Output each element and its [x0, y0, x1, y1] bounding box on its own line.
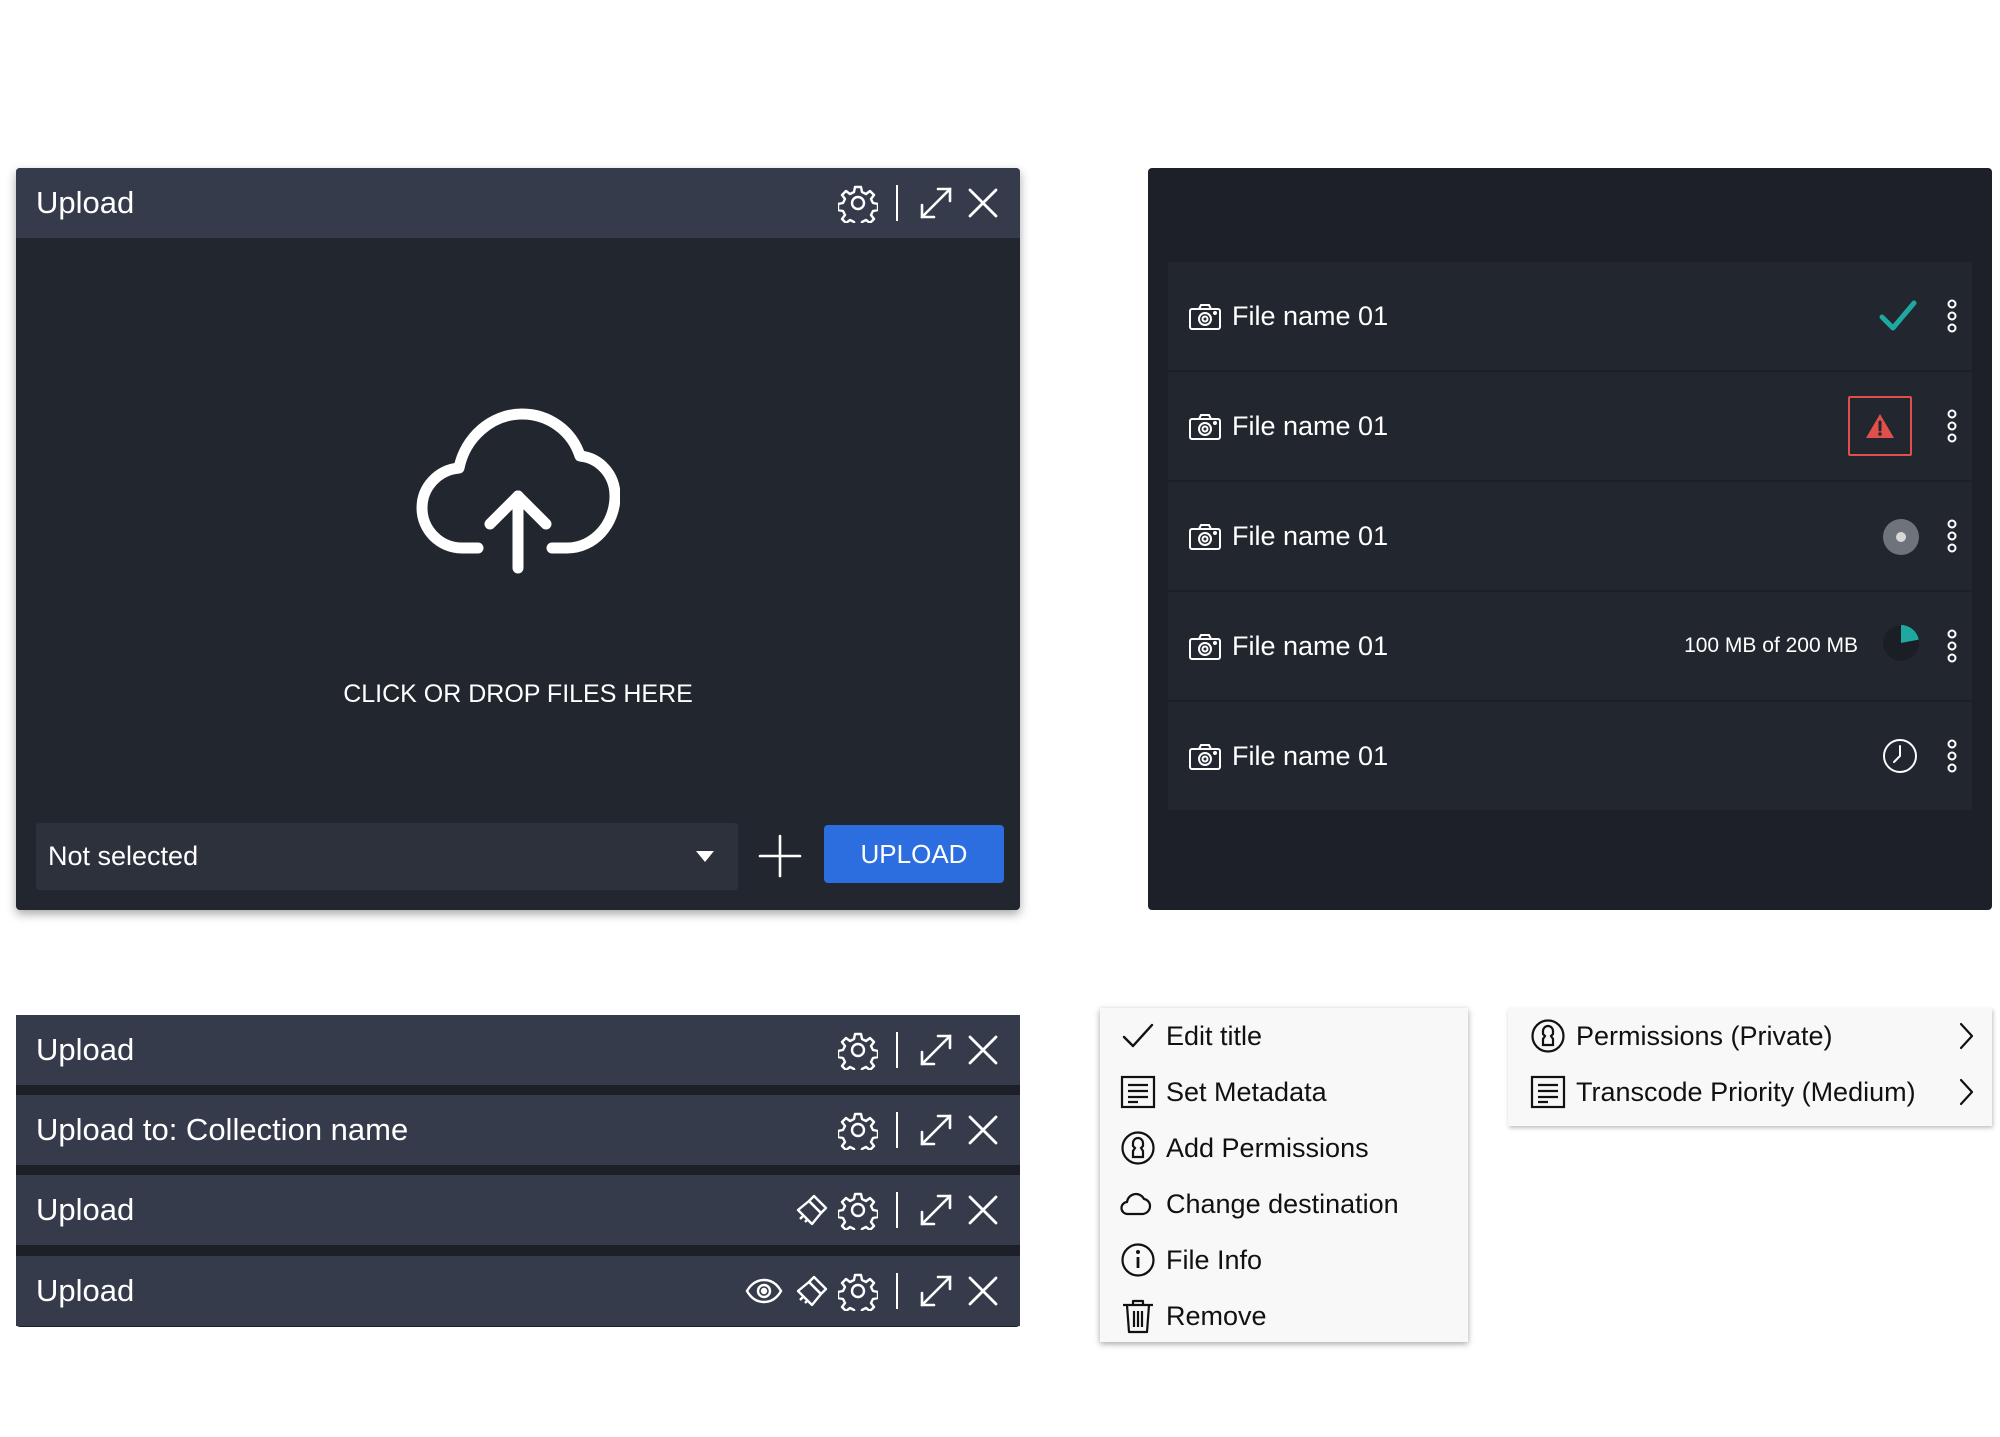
close-icon[interactable] [963, 1110, 1003, 1150]
upload-dialog: Upload CLICK OR DROP FILES HERE Not sele… [16, 168, 1020, 910]
more-options-icon[interactable] [1944, 518, 1960, 554]
camera-icon [1188, 632, 1222, 662]
file-name: File name 01 [1232, 301, 1389, 331]
chevron-right-icon [1959, 1022, 1974, 1050]
expand-icon[interactable] [916, 183, 956, 223]
trash-icon [1123, 1299, 1153, 1334]
upload-button[interactable]: UPLOAD [824, 825, 1004, 883]
file-list-panel: File name 01 File name 01 File name 01 [1148, 168, 1992, 910]
titlebar-variant: Upload [16, 1175, 1020, 1245]
lock-icon [1530, 1018, 1566, 1054]
gear-icon[interactable] [838, 1110, 878, 1150]
titlebar-title: Upload to: Collection name [36, 1112, 409, 1147]
dialog-titlebar: Upload [16, 168, 1020, 238]
drop-zone[interactable]: CLICK OR DROP FILES HERE [16, 238, 1020, 798]
file-row[interactable]: File name 01 [1168, 482, 1972, 590]
menu-item-remove[interactable]: Remove [1100, 1288, 1468, 1344]
close-icon[interactable] [963, 1271, 1003, 1311]
close-icon[interactable] [963, 183, 1003, 223]
settings-submenu: Permissions (Private) Transcode Priority… [1508, 1008, 1992, 1126]
gear-icon[interactable] [838, 183, 878, 223]
camera-icon [1188, 742, 1222, 772]
check-icon [1122, 1023, 1154, 1048]
drop-text: CLICK OR DROP FILES HERE [343, 680, 693, 708]
submenu-item-label: Transcode Priority (Medium) [1576, 1077, 1916, 1107]
warning-icon [1866, 414, 1894, 438]
menu-item-label: File Info [1166, 1245, 1263, 1275]
menu-item-change-destination[interactable]: Change destination [1100, 1176, 1468, 1232]
file-name: File name 01 [1232, 631, 1389, 661]
toolbar-divider [896, 1032, 898, 1068]
expand-icon[interactable] [916, 1030, 956, 1070]
camera-icon [1188, 522, 1222, 552]
menu-item-label: Set Metadata [1166, 1077, 1327, 1107]
eye-icon[interactable] [744, 1271, 784, 1311]
metadata-icon [1120, 1074, 1156, 1110]
file-name: File name 01 [1232, 411, 1389, 441]
context-menu: Edit title Set Metadata Add Permissions … [1100, 1008, 1468, 1342]
titlebar-title: Upload [36, 1032, 135, 1067]
titlebar-title: Upload [36, 1273, 135, 1308]
submenu-item-permissions[interactable]: Permissions (Private) [1508, 1008, 1992, 1064]
file-row[interactable]: File name 01 [1168, 372, 1972, 480]
menu-item-file-info[interactable]: File Info [1100, 1232, 1468, 1288]
clock-icon [1883, 739, 1917, 773]
dialog-title: Upload [36, 185, 135, 220]
brush-icon[interactable] [792, 1190, 832, 1230]
menu-item-label: Add Permissions [1166, 1133, 1369, 1163]
file-name: File name 01 [1232, 741, 1389, 771]
more-options-icon[interactable] [1944, 408, 1960, 444]
titlebar-title: Upload [36, 1192, 135, 1227]
menu-item-add-permissions[interactable]: Add Permissions [1100, 1120, 1468, 1176]
menu-item-set-metadata[interactable]: Set Metadata [1100, 1064, 1468, 1120]
plus-icon[interactable] [758, 834, 802, 878]
file-row[interactable]: File name 01 100 MB of 200 MB [1168, 592, 1972, 700]
menu-item-label: Change destination [1166, 1189, 1399, 1219]
brush-icon[interactable] [792, 1271, 832, 1311]
upload-progress-text: 100 MB of 200 MB [1684, 634, 1858, 657]
cloud-icon [1120, 1192, 1152, 1216]
expand-icon[interactable] [916, 1190, 956, 1230]
toolbar-divider [896, 185, 898, 221]
menu-item-label: Edit title [1166, 1021, 1263, 1051]
queued-icon [1883, 519, 1919, 555]
close-icon[interactable] [963, 1030, 1003, 1070]
error-status[interactable] [1848, 396, 1912, 456]
lock-icon [1120, 1130, 1156, 1166]
close-icon[interactable] [963, 1190, 1003, 1230]
titlebar-variant: Upload [16, 1015, 1020, 1085]
destination-select[interactable]: Not selected [36, 823, 738, 890]
submenu-item-transcode-priority[interactable]: Transcode Priority (Medium) [1508, 1064, 1992, 1120]
file-name: File name 01 [1232, 521, 1389, 551]
file-row[interactable]: File name 01 [1168, 262, 1972, 370]
submenu-item-label: Permissions (Private) [1576, 1021, 1833, 1051]
progress-pie-icon [1883, 625, 1919, 661]
gear-icon[interactable] [838, 1030, 878, 1070]
menu-item-label: Remove [1166, 1301, 1267, 1331]
more-options-icon[interactable] [1944, 738, 1960, 774]
menu-item-edit-title[interactable]: Edit title [1100, 1008, 1468, 1064]
list-icon [1530, 1074, 1566, 1110]
cloud-upload-icon [416, 408, 620, 574]
gear-icon[interactable] [838, 1190, 878, 1230]
gear-icon[interactable] [838, 1271, 878, 1311]
more-options-icon[interactable] [1944, 298, 1960, 334]
chevron-down-icon [696, 851, 714, 862]
chevron-right-icon [1959, 1078, 1974, 1106]
info-icon [1121, 1243, 1155, 1277]
titlebar-variant: Upload to: Collection name [16, 1095, 1020, 1165]
more-options-icon[interactable] [1944, 628, 1960, 664]
select-value: Not selected [48, 841, 199, 871]
camera-icon [1188, 302, 1222, 332]
expand-icon[interactable] [916, 1271, 956, 1311]
toolbar-divider [896, 1112, 898, 1148]
check-icon [1879, 300, 1917, 331]
titlebar-variant: Upload [16, 1256, 1020, 1326]
toolbar-divider [896, 1273, 898, 1309]
camera-icon [1188, 412, 1222, 442]
toolbar-divider [896, 1192, 898, 1228]
expand-icon[interactable] [916, 1110, 956, 1150]
file-row[interactable]: File name 01 [1168, 702, 1972, 810]
